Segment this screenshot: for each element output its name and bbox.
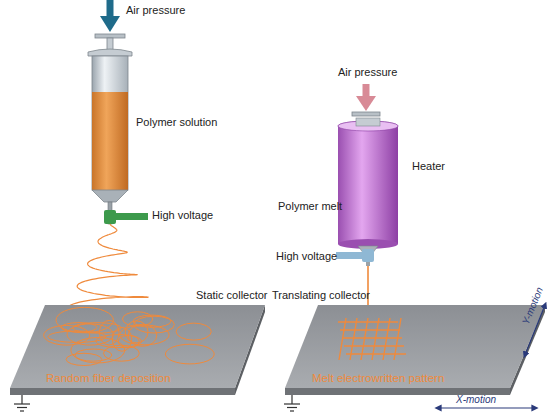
fiber-loop	[75, 349, 112, 361]
component-label: Translating collector	[272, 289, 370, 302]
fiber-loop	[165, 344, 214, 364]
component-label: Polymer melt	[278, 200, 342, 213]
fiber-loop	[71, 338, 125, 363]
fiber-line	[339, 318, 346, 360]
component-label: X-motion	[456, 394, 496, 406]
fiber-line	[372, 318, 379, 360]
fiber-loop	[176, 323, 211, 340]
fiber-loop	[104, 345, 140, 361]
fiber-line	[383, 318, 390, 360]
fiber-line	[394, 318, 401, 360]
component-label: Air pressure	[126, 4, 185, 17]
fiber-loop	[67, 324, 113, 345]
deposition-label: Melt electrowritten pattern	[312, 372, 444, 385]
fiber-loop	[125, 321, 148, 343]
fiber-line	[340, 329, 400, 330]
fiber-loop	[66, 353, 102, 365]
fiber-loop	[123, 312, 153, 326]
fiber-line	[350, 318, 357, 360]
deposition-label: Random fiber deposition	[46, 372, 171, 385]
component-label: High voltage	[276, 250, 337, 263]
component-label: Static collector	[196, 289, 268, 302]
component-label: Heater	[412, 160, 445, 173]
fiber-line	[342, 337, 402, 338]
component-label: High voltage	[152, 209, 213, 222]
fiber-line	[361, 318, 368, 360]
fiber-line	[346, 353, 406, 354]
component-label: Polymer solution	[136, 116, 217, 129]
fiber-loop	[120, 325, 169, 345]
component-label: Air pressure	[338, 66, 397, 79]
fiber-loop	[134, 316, 175, 333]
